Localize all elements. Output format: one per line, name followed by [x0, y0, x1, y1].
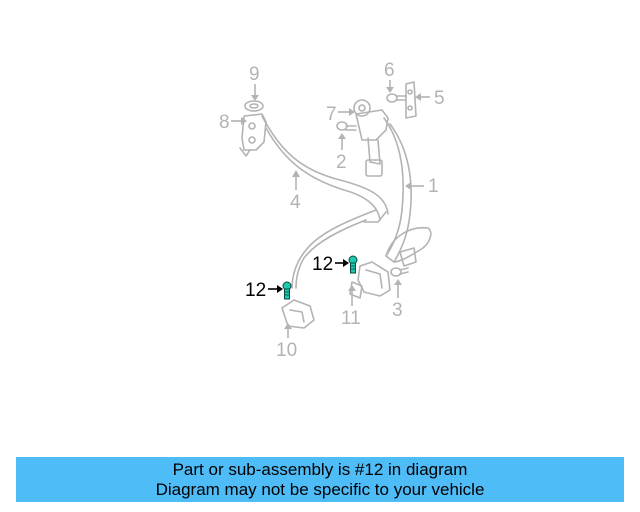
- callout-3: 3: [392, 279, 403, 321]
- part-12-bolt-lower: [282, 281, 292, 300]
- callout-6: 6: [384, 60, 395, 93]
- part-6-bolt: [386, 93, 407, 103]
- callout-11: 11: [341, 285, 361, 329]
- part-1-retractor: [355, 109, 412, 263]
- part-7-bolt: [353, 99, 371, 117]
- part-9-guide: [244, 100, 264, 112]
- callout-9: 9: [249, 64, 260, 101]
- part-4-webbing: [261, 115, 389, 289]
- lower-right-anchor: [385, 227, 432, 267]
- part-3-screw: [390, 267, 409, 277]
- part-2-screw: [336, 121, 357, 131]
- callout-4: 4: [290, 170, 301, 213]
- parts-diagram: 9 8 4 7 2: [219, 60, 445, 361]
- callout-6-label: 6: [384, 60, 395, 81]
- part-10-anchor: [281, 299, 315, 329]
- callout-5-label: 5: [434, 88, 445, 109]
- callout-5: 5: [415, 88, 445, 109]
- info-banner: Part or sub-assembly is #12 in diagram D…: [16, 457, 624, 502]
- callout-7: 7: [326, 104, 355, 125]
- callout-9-label: 9: [249, 64, 260, 85]
- callout-1-label: 1: [428, 176, 439, 197]
- callout-8-label: 8: [219, 112, 230, 133]
- callout-12-upper-label: 12: [312, 254, 333, 275]
- part-12-bolt-upper: [348, 255, 358, 274]
- callout-10-label: 10: [276, 340, 297, 361]
- callout-2-label: 2: [336, 152, 347, 173]
- part-5-bracket: [405, 81, 417, 119]
- callout-12-upper: 12: [312, 254, 349, 275]
- callout-3-label: 3: [392, 300, 403, 321]
- callout-1: 1: [405, 176, 439, 197]
- callout-7-label: 7: [326, 104, 337, 125]
- banner-line-2: Diagram may not be specific to your vehi…: [155, 480, 485, 499]
- callout-12-lower: 12: [245, 280, 283, 301]
- callout-12-lower-label: 12: [245, 280, 266, 301]
- callout-2: 2: [336, 133, 347, 173]
- part-8-anchor: [239, 113, 267, 157]
- callout-8: 8: [219, 112, 247, 133]
- banner-line-1: Part or sub-assembly is #12 in diagram: [172, 460, 468, 479]
- callout-11-label: 11: [341, 308, 361, 329]
- callout-4-label: 4: [290, 192, 301, 213]
- callout-10: 10: [276, 323, 297, 361]
